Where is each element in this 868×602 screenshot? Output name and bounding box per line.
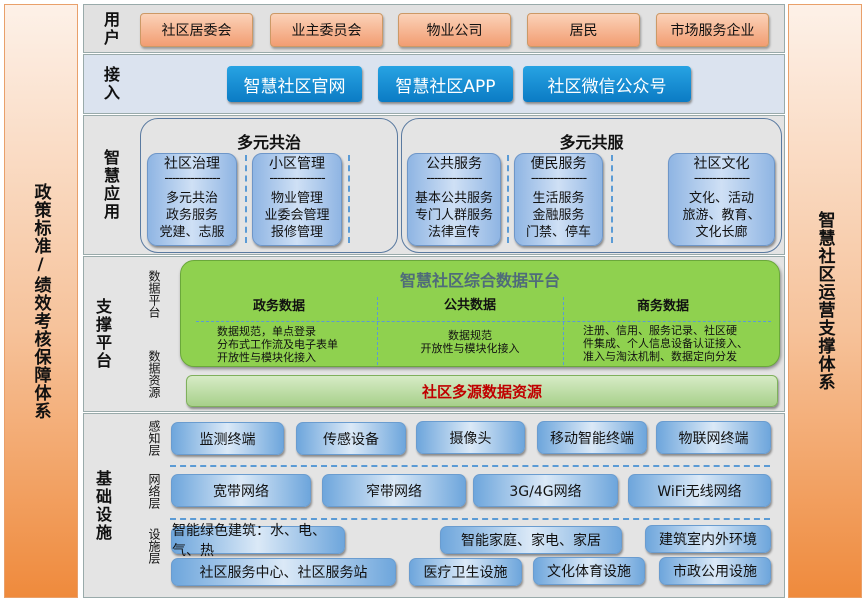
net-broadband[interactable]: 宽带网络 <box>171 474 311 507</box>
sense-sensor[interactable]: 传感设备 <box>296 422 406 455</box>
row-label-apps: 智慧应用 <box>101 149 120 221</box>
sense-iot-terminal[interactable]: 物联网终端 <box>656 421 771 454</box>
access-app[interactable]: 智慧社区APP <box>378 66 513 102</box>
sub-label-facility: 设施层 <box>147 528 161 564</box>
platform-title: 智慧社区综合数据平台 <box>399 271 560 290</box>
data-platform[interactable]: 智慧社区综合数据平台 政务数据 数据规范，单点登录分布式工作流及电子表单开放性与… <box>180 260 780 367</box>
net-narrowband[interactable]: 窄带网络 <box>322 474 466 507</box>
gov-data-title: 政务数据 <box>252 299 305 314</box>
public-data-desc: 数据规范开放性与模块化接入 <box>420 329 520 355</box>
user-property-company[interactable]: 物业公司 <box>398 13 511 47</box>
sub-label-sensing: 感知层 <box>147 420 161 456</box>
row-label-support: 支撑平台 <box>93 298 112 370</box>
business-data-title: 商务数据 <box>636 299 689 314</box>
business-data-desc: 注册、信用、服务记录、社区硬件集成、个人信息设备认证接入、准入与淘汰机制、数据定… <box>583 324 748 363</box>
service-group: 多元共服 <box>401 118 782 253</box>
sub-label-data-resource: 数据资源 <box>147 350 161 398</box>
user-community-committee[interactable]: 社区居委会 <box>140 13 253 47</box>
fac-green-building[interactable]: 智能绿色建筑：水、电、气、热 <box>171 523 345 559</box>
fac-medical[interactable]: 医疗卫生设施 <box>409 558 522 586</box>
right-operation-bar: 智慧社区运营支撑体系 <box>788 4 862 598</box>
row-label-infra: 基础设施 <box>93 469 112 542</box>
fac-building-environment[interactable]: 建筑室内外环境 <box>645 525 771 553</box>
user-market-enterprises[interactable]: 市场服务企业 <box>656 13 769 47</box>
left-policy-bar: 政策标准/绩效考核保障体系 <box>4 4 78 598</box>
net-wifi[interactable]: WiFi无线网络 <box>628 474 771 507</box>
app-card-convenience-services[interactable]: 便民服务---------------生活服务金融服务门禁、停车 <box>514 153 603 246</box>
gov-data-desc: 数据规范，单点登录分布式工作流及电子表单开放性与模块化接入 <box>217 325 338 364</box>
app-card-community-culture[interactable]: 社区文化---------------文化、活动旅游、教育、文化长廊 <box>668 153 775 246</box>
sub-label-network: 网络层 <box>147 473 161 509</box>
left-bar-label: 政策标准/绩效考核保障体系 <box>30 182 51 420</box>
governance-group: 多元共治 <box>140 118 398 253</box>
data-resource-bar[interactable]: 社区多源数据资源 <box>186 375 778 407</box>
fac-culture-sports[interactable]: 文化体育设施 <box>533 557 645 585</box>
user-owners-committee[interactable]: 业主委员会 <box>270 13 383 47</box>
service-title: 多元共服 <box>559 133 624 152</box>
fac-service-center[interactable]: 社区服务中心、社区服务站 <box>171 558 396 586</box>
sense-monitor-terminal[interactable]: 监测终端 <box>171 422 284 455</box>
governance-title: 多元共治 <box>236 133 301 152</box>
access-website[interactable]: 智慧社区官网 <box>227 66 362 102</box>
app-card-public-services[interactable]: 公共服务---------------基本公共服务专门人群服务法律宣传 <box>407 153 501 246</box>
row-label-access: 接入 <box>101 66 120 102</box>
net-3g4g[interactable]: 3G/4G网络 <box>473 474 618 507</box>
row-label-users: 用户 <box>101 10 120 47</box>
fac-smart-home[interactable]: 智能家庭、家电、家居 <box>440 526 622 554</box>
fac-municipal[interactable]: 市政公用设施 <box>659 557 771 585</box>
app-card-estate-management[interactable]: 小区管理---------------物业管理业委会管理报修管理 <box>252 153 342 246</box>
user-residents[interactable]: 居民 <box>527 13 640 47</box>
app-card-community-governance[interactable]: 社区治理---------------多元共治政务服务党建、志服 <box>147 153 237 246</box>
right-bar-label: 智慧社区运营支撑体系 <box>814 211 835 391</box>
sense-mobile-terminal[interactable]: 移动智能终端 <box>537 421 647 454</box>
access-wechat[interactable]: 社区微信公众号 <box>523 66 691 102</box>
sub-label-data-platform: 数据平台 <box>147 270 161 318</box>
sense-camera[interactable]: 摄像头 <box>416 421 525 454</box>
public-data-title: 公共数据 <box>443 298 496 313</box>
